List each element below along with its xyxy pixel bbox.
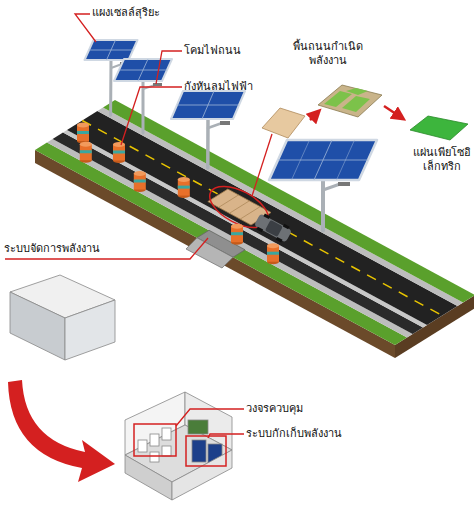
- callout-label: ระบบจัดการพลังงาน: [4, 242, 100, 256]
- car-part: [265, 220, 283, 237]
- car-part: [256, 227, 263, 232]
- callout-label: วงจรควบคุม: [246, 402, 303, 416]
- wind-turbines: [77, 123, 279, 265]
- open-cabinet-part: [150, 452, 159, 462]
- piezo-tiles-part: [318, 85, 382, 117]
- leader-lines-part: [208, 434, 244, 438]
- solar-panels-part: [85, 40, 138, 60]
- open-cabinet-part: [125, 392, 185, 455]
- road-slab-part: [97, 108, 463, 307]
- curved-arrow: [8, 380, 115, 482]
- solar-panels-part: [337, 140, 355, 180]
- leader-lines-part: [176, 409, 244, 426]
- solar-panels-part: [269, 140, 377, 180]
- solar-panels: [85, 40, 378, 180]
- wind-turbines-part: [80, 142, 92, 163]
- open-cabinet-part: [162, 428, 171, 440]
- road-slab-part: [82, 121, 442, 316]
- leader-lines-part: [5, 238, 208, 259]
- leader-lines: [5, 14, 272, 438]
- wind-turbines-part: [178, 177, 190, 198]
- leader-lines-part: [121, 87, 182, 145]
- solar-panels-part: [89, 50, 133, 51]
- road-slab-part: [63, 130, 427, 328]
- car-part: [276, 237, 283, 242]
- solar-panels-part: [114, 59, 172, 81]
- wind-turbines-part: [267, 243, 279, 264]
- car: [253, 212, 293, 245]
- piezo-tiles-part: [342, 96, 370, 112]
- open-cabinet-part: [125, 455, 172, 500]
- piezo-tiles-part: [410, 116, 468, 140]
- callout-label: พื้นถนนกำเนิด พลังงาน: [288, 40, 368, 68]
- solar-panels-part: [119, 70, 167, 71]
- management-box-part: [65, 300, 115, 360]
- callout-label: โคมไฟถนน: [184, 44, 241, 58]
- leader-lines-part: [156, 51, 182, 84]
- road-slab-part: [103, 100, 474, 303]
- open-cabinet-part: [188, 420, 208, 434]
- piezo-tiles-part: [310, 112, 318, 120]
- solar-panels-part: [278, 160, 368, 161]
- piezo-road-patch-part: [240, 207, 260, 220]
- piezo-road-patch-part: [219, 195, 239, 208]
- open-cabinet-part: [186, 436, 226, 466]
- piezo-tiles-part: [262, 108, 305, 138]
- open-cabinet-part: [150, 434, 159, 446]
- callout-label: ระบบกักเก็บพลังงาน: [246, 427, 342, 441]
- road-slab-part: [67, 111, 457, 325]
- wind-turbines-part: [113, 142, 125, 163]
- street-lamps-part: [220, 121, 230, 125]
- piezo-road-patch-part: [229, 201, 249, 214]
- leader-lines-part: [252, 134, 272, 196]
- car-part: [283, 224, 290, 229]
- street-lamps-part: [153, 83, 162, 86]
- street-lamps-part: [208, 123, 222, 128]
- solar-panels-part: [171, 91, 245, 119]
- piezo-tiles-part: [346, 88, 368, 95]
- solar-panels-part: [292, 140, 310, 180]
- open-cabinet-part: [192, 440, 206, 462]
- street-lamps-part: [321, 180, 325, 230]
- open-cabinet-part: [172, 450, 232, 500]
- street-lamps-part: [323, 184, 340, 190]
- management-box-part: [10, 292, 65, 360]
- callout-label: แผงเซลล์สุริยะ: [92, 6, 160, 20]
- open-cabinet-part: [134, 424, 176, 456]
- wind-turbines-part: [231, 224, 243, 245]
- wind-turbines-part: [77, 123, 89, 144]
- piezo-tiles: [262, 85, 468, 140]
- car-part: [254, 213, 292, 242]
- wind-turbines-part: [134, 171, 146, 192]
- car-part: [263, 213, 270, 218]
- callout-label: กังหันลมไฟฟ้า: [184, 80, 253, 94]
- piezo-tiles-part: [384, 106, 402, 118]
- solar-panels-part: [177, 105, 239, 106]
- management-box: [10, 275, 115, 360]
- energy-pit-part: [186, 238, 233, 268]
- open-cabinet: [125, 392, 232, 500]
- open-cabinet-part: [138, 440, 147, 452]
- street-lamps-part: [338, 182, 350, 186]
- open-cabinet-part: [162, 446, 171, 456]
- callout-label: แผ่นเพียโซอิ เล็กทริก: [410, 146, 474, 174]
